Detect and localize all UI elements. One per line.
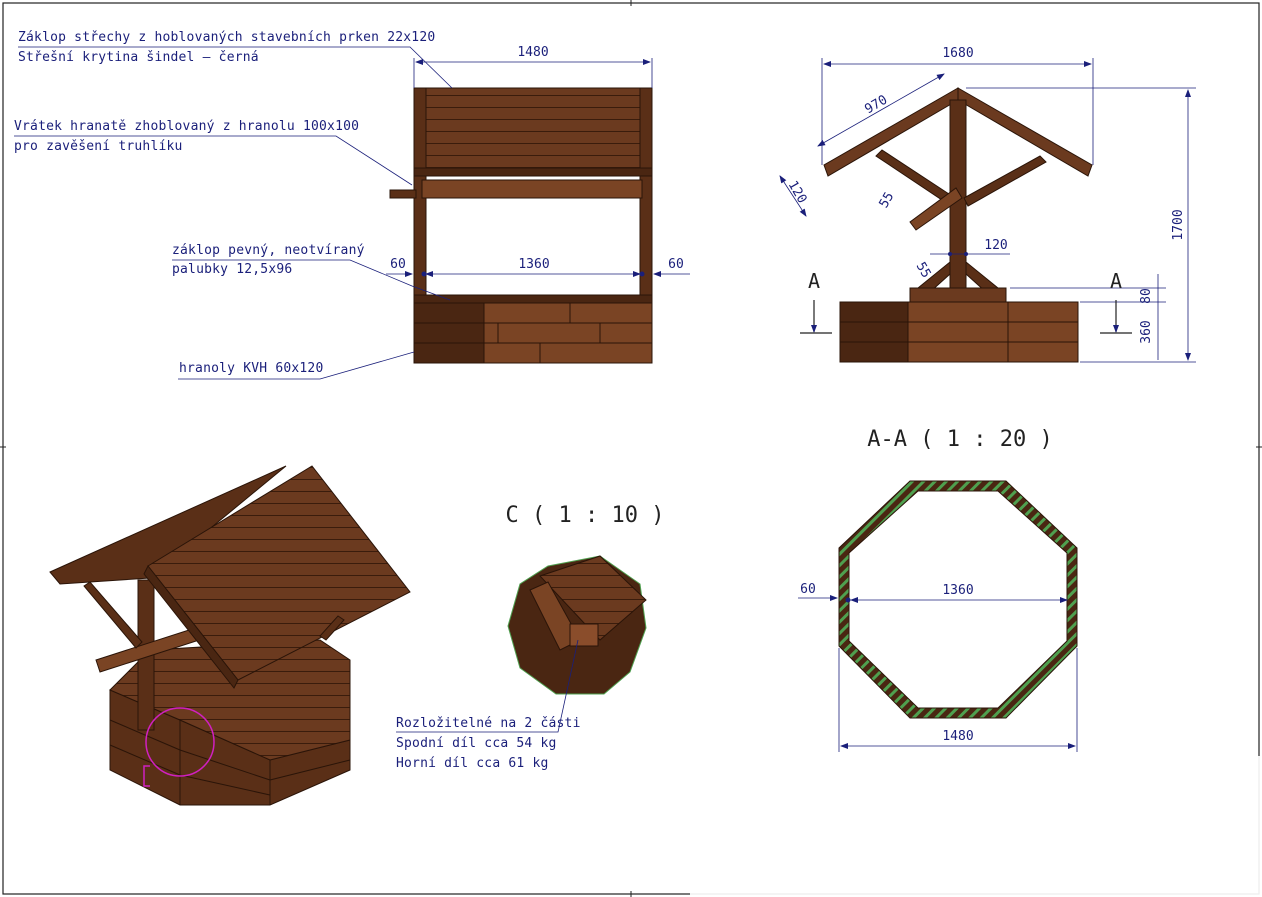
dim-front-left-wall: 60 (390, 257, 406, 272)
dim-side-rafter-depth (779, 175, 807, 217)
cut-mark-left-label: A (808, 269, 820, 293)
dim-section-inner-label: 1360 (942, 583, 973, 598)
note-winch-line2: pro zavěšení truhlíku (14, 139, 183, 154)
dim-side-width-label: 1680 (942, 46, 973, 61)
dim-side-brace-low-label: 55 (913, 260, 934, 281)
detail-c-block (569, 623, 599, 647)
note-roof-line1: Záklop střechy z hoblovaných stavebních … (18, 30, 436, 45)
note-floor-line1: záklop pevný, neotvíraný (172, 243, 365, 258)
iso-roof-edge (143, 565, 239, 689)
front-view: 1480 1360 60 60 (14, 45, 690, 380)
front-base (413, 302, 653, 364)
cut-mark-right-label: A (1110, 269, 1122, 293)
front-beam (413, 167, 653, 177)
side-view: 1680 970 120 55 120 55 1700 80 360 A A (779, 46, 1196, 363)
dim-side-rafter-label: 970 (862, 93, 890, 118)
iso-brace-left (83, 581, 143, 649)
front-winch (421, 179, 643, 199)
leader-roof (18, 46, 453, 89)
front-winch-handle (389, 189, 417, 199)
scan-fade-patch (690, 756, 1262, 897)
note-split-line1: Rozložitelné na 2 části (396, 716, 581, 731)
dim-section-wall: 60 (800, 582, 816, 597)
detail-c-roof (539, 555, 647, 641)
dim-side-rafter (817, 73, 945, 147)
iso-detail-highlight (145, 707, 215, 777)
leader-split (396, 639, 579, 733)
side-brace-right (963, 155, 1047, 207)
side-top-rail (909, 287, 1007, 303)
leader-winch (14, 135, 413, 186)
note-split-line3: Horní díl cca 61 kg (396, 756, 549, 771)
isometric-view (49, 465, 411, 806)
note-roof-line2: Střešní krytina šindel – černá (18, 50, 259, 65)
note-floor-line2: palubky 12,5x96 (172, 262, 293, 277)
dim-front-inner-label: 1360 (518, 257, 549, 272)
side-winch-arm (909, 187, 963, 231)
section-a-a: A-A ( 1 : 20 ) 60 1360 1480 (798, 427, 1078, 752)
dim-side-rail-label: 80 (1139, 288, 1154, 304)
detail-c-title: C ( 1 : 10 ) (506, 503, 665, 528)
note-beams: hranoly KVH 60x120 (179, 361, 324, 376)
dim-side-base-label: 360 (1139, 320, 1154, 343)
dim-front-right-wall: 60 (668, 257, 684, 272)
iso-floor (109, 639, 351, 761)
note-winch-line1: Vrátek hranatě zhoblovaný z hranolu 100x… (14, 119, 360, 134)
dim-side-brace-label: 55 (877, 190, 898, 211)
front-floor-rail (413, 294, 653, 304)
leader-beams (178, 351, 415, 380)
front-roof (421, 87, 643, 169)
iso-brace-right (319, 615, 345, 641)
note-split-line2: Spodní díl cca 54 kg (396, 736, 557, 751)
dim-section-outer-label: 1480 (942, 729, 973, 744)
detail-c: C ( 1 : 10 ) (396, 503, 665, 733)
dim-side-post-label: 120 (984, 238, 1007, 253)
dim-front-width-label: 1480 (517, 45, 548, 60)
section-title: A-A ( 1 : 20 ) (867, 427, 1052, 452)
leader-floor (172, 259, 451, 301)
dim-side-height-label: 1700 (1171, 209, 1186, 240)
side-base (839, 301, 1079, 363)
dim-side-rafter-depth-label: 120 (785, 178, 810, 206)
iso-detail-marker (143, 765, 150, 787)
side-roof-right (957, 87, 1093, 177)
